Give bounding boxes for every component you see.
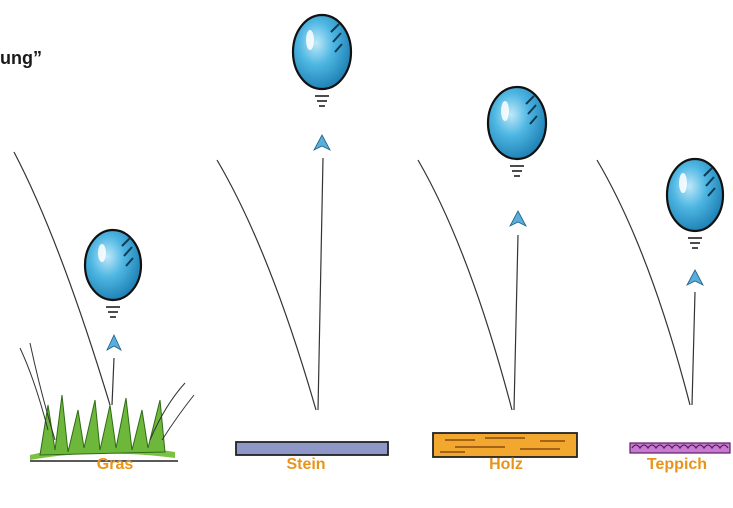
label-holz: Holz xyxy=(489,456,523,474)
ball xyxy=(85,230,141,317)
scene-stein xyxy=(217,15,388,455)
surface-stone xyxy=(236,442,388,455)
surface-grass xyxy=(20,343,194,461)
scene-teppich xyxy=(597,159,730,453)
label-gras: Gras xyxy=(97,456,133,474)
fall-trajectory xyxy=(418,160,512,410)
up-arrow xyxy=(314,135,330,150)
surface-wood xyxy=(433,433,577,457)
bounce-trajectory xyxy=(514,235,518,410)
up-arrow xyxy=(510,211,526,226)
bounce-trajectory xyxy=(112,358,114,405)
ball xyxy=(667,159,723,248)
fall-trajectory xyxy=(217,160,316,410)
bounce-trajectory xyxy=(692,292,695,405)
label-teppich: Teppich xyxy=(647,456,707,474)
bounce-trajectory xyxy=(318,158,323,410)
ball xyxy=(488,87,546,176)
scene-gras xyxy=(14,152,194,461)
ball xyxy=(293,15,351,106)
up-arrow xyxy=(107,335,121,350)
surface-carpet xyxy=(630,443,730,453)
up-arrow xyxy=(687,270,703,285)
scene-holz xyxy=(418,87,577,457)
label-stein: Stein xyxy=(286,456,325,474)
